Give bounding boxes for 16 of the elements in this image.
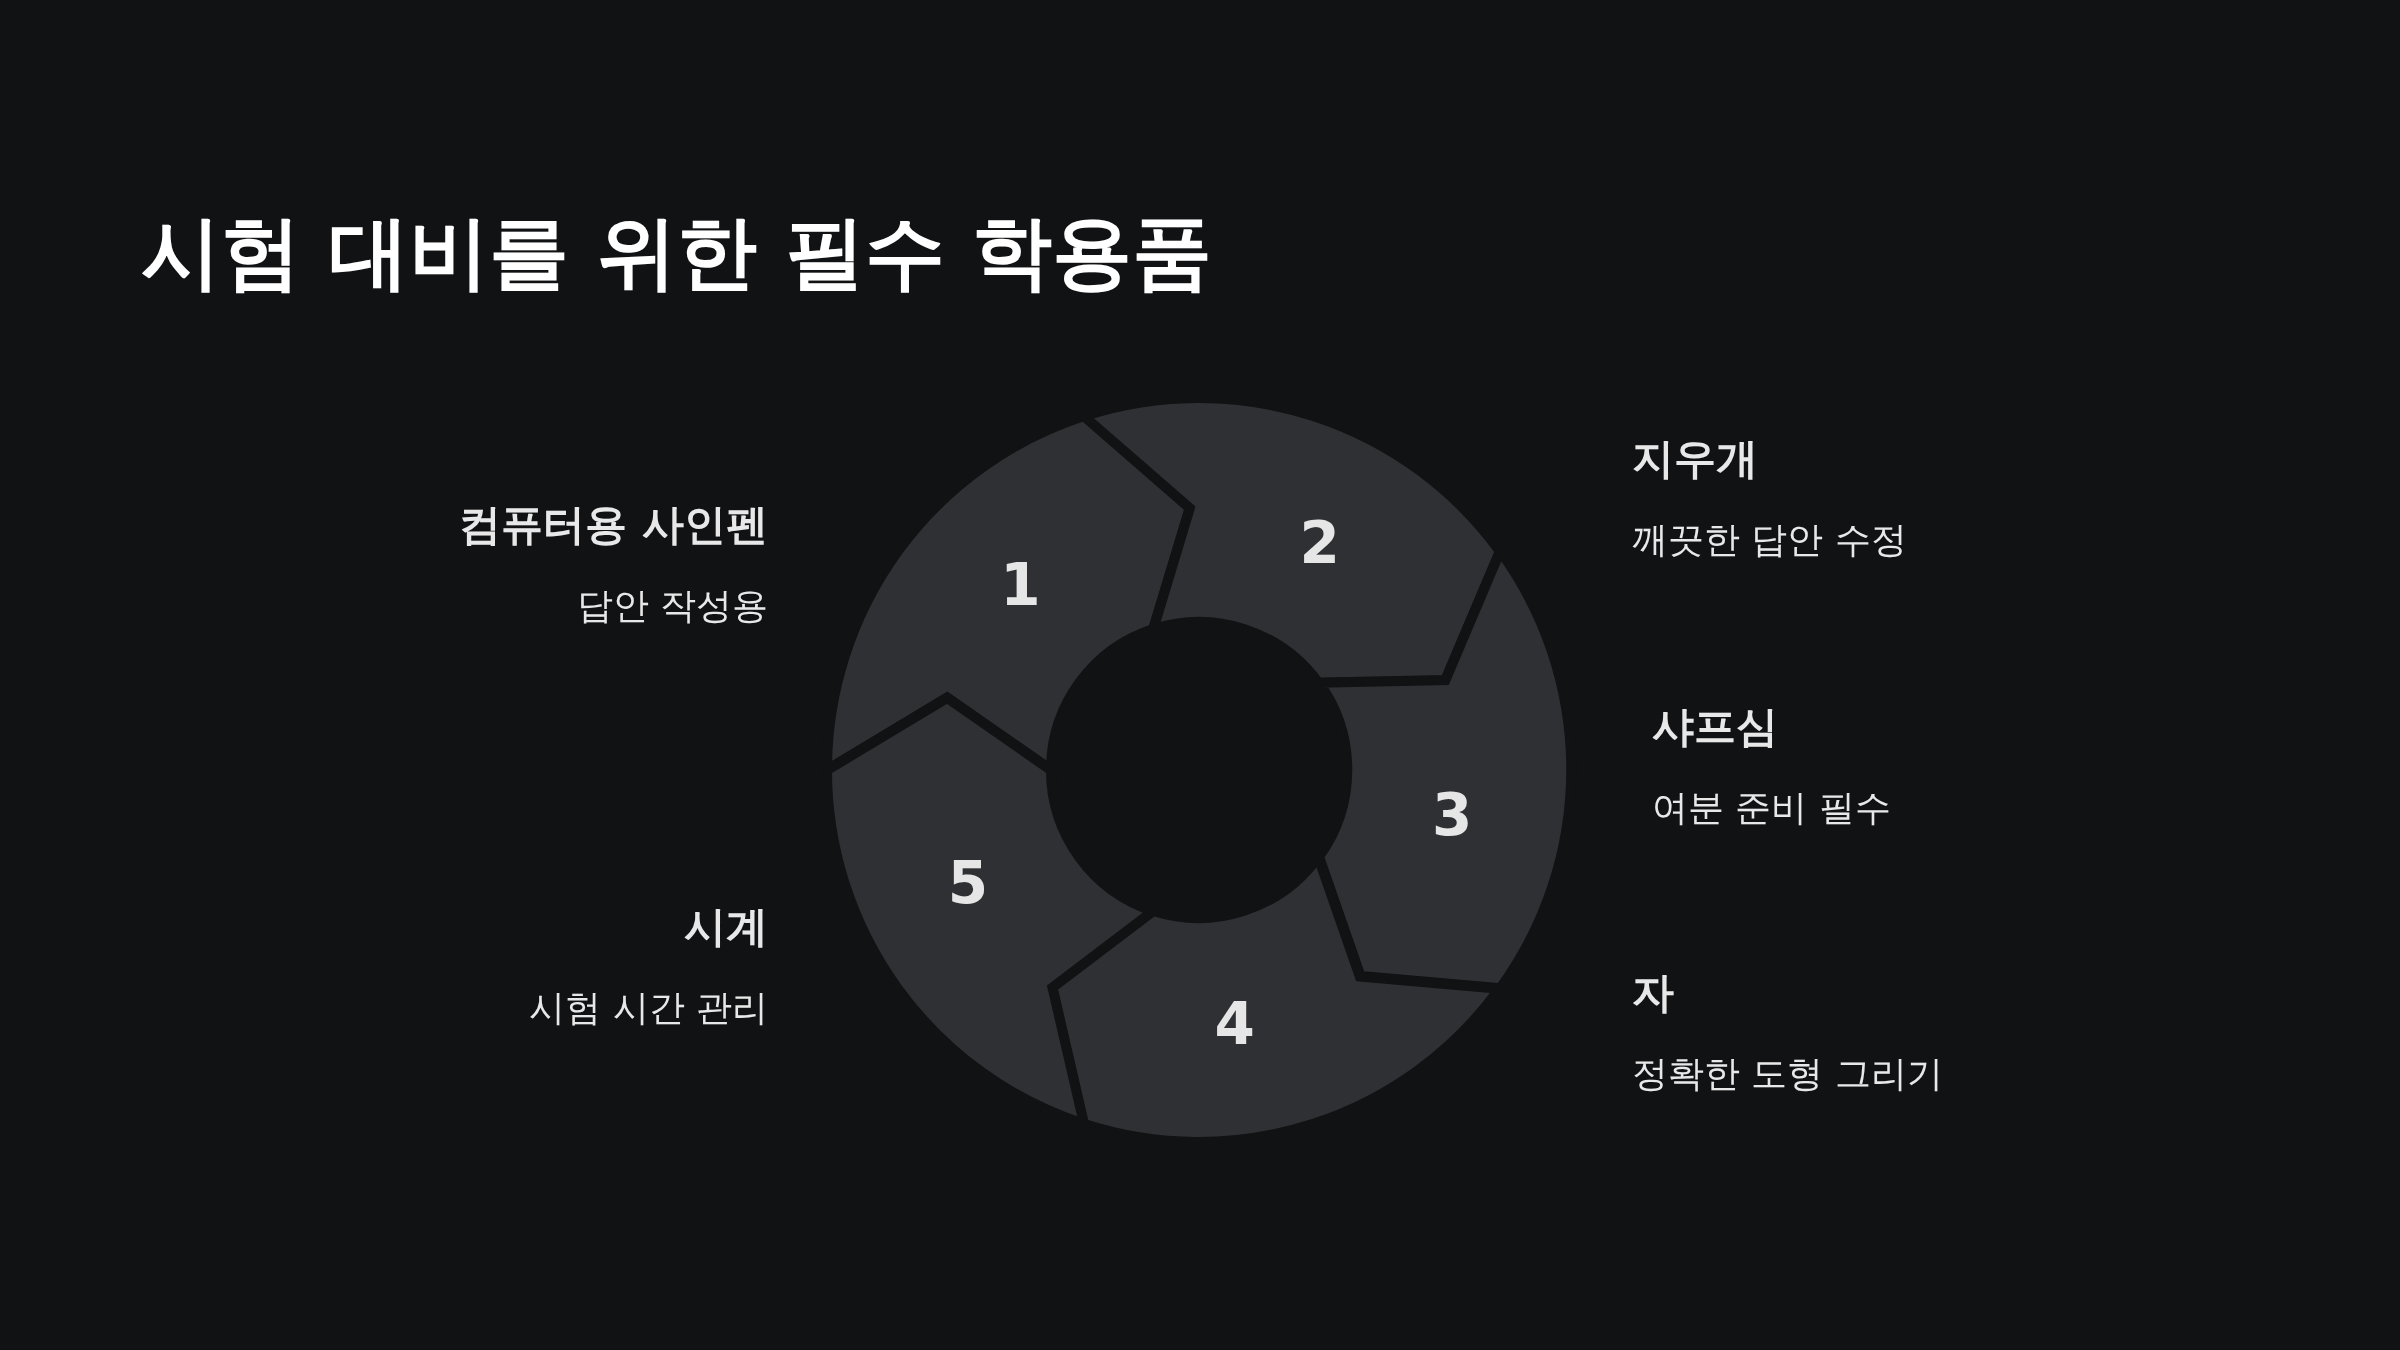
item-description: 여분 준비 필수 (1652, 786, 1891, 830)
item-description: 깨끗한 답안 수정 (1632, 518, 1907, 562)
item-heading: 시계 (684, 901, 768, 953)
item-description: 답안 작성용 (576, 584, 768, 628)
step-number: 4 (1214, 995, 1255, 1054)
item-heading: 지우개 (1632, 433, 1758, 485)
item-heading: 샤프심 (1652, 701, 1778, 753)
item-heading: 자 (1632, 967, 1674, 1019)
item-heading: 컴퓨터용 사인펜 (459, 499, 768, 551)
step-number: 2 (1299, 514, 1340, 573)
slide-title: 시험 대비를 위한 필수 학용품 (141, 205, 1213, 301)
step-number: 3 (1431, 785, 1473, 844)
item-description: 정확한 도형 그리기 (1632, 1052, 1943, 1096)
step-number: 1 (1000, 556, 1041, 615)
step-number: 5 (947, 853, 989, 912)
item-description: 시험 시간 관리 (529, 986, 768, 1030)
